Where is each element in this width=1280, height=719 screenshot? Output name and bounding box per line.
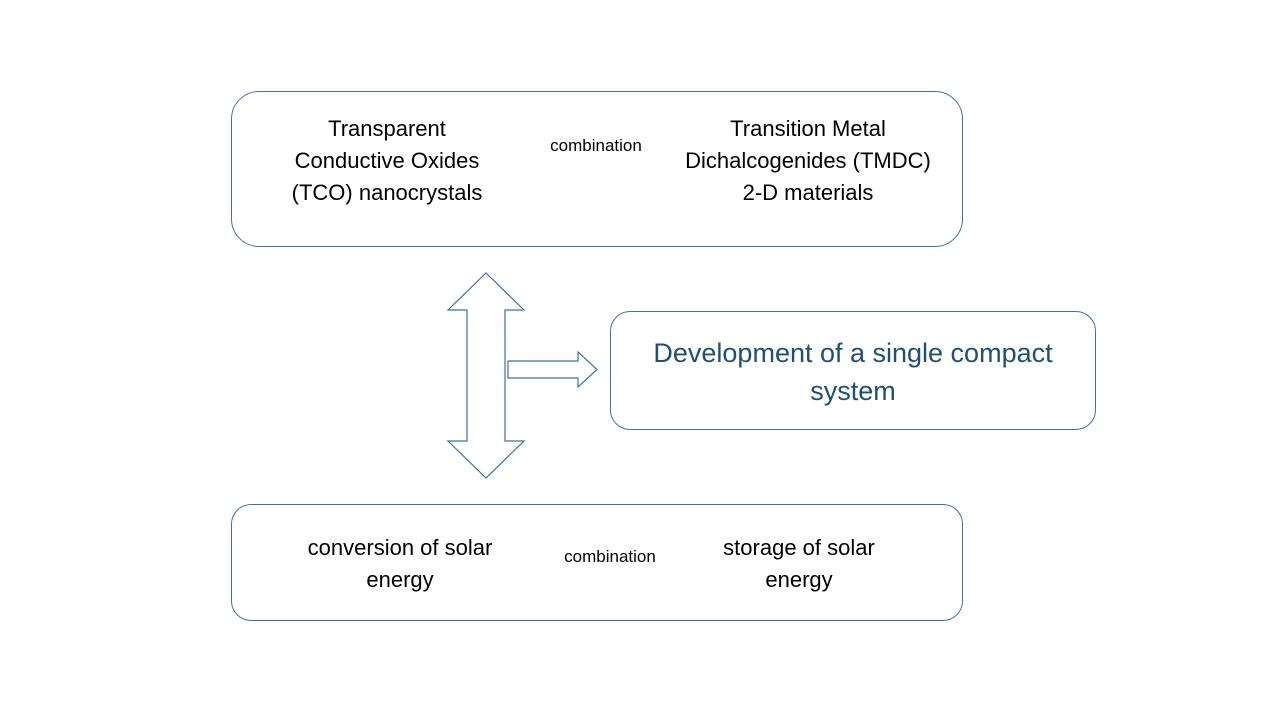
- materials-box: [231, 91, 963, 247]
- tco-nanocrystals-label: Transparent Conductive Oxides (TCO) nano…: [291, 116, 483, 205]
- solar-storage-label: storage of solar energy: [723, 535, 875, 592]
- bottom-combination-label: combination: [564, 547, 656, 566]
- result-label: Development of a single compact system: [653, 338, 1053, 406]
- solar-energy-box: [231, 504, 963, 621]
- tmdc-materials-label: Transition Metal Dichalcogenides (TMDC) …: [685, 116, 931, 205]
- result-box: [610, 311, 1096, 430]
- right-block-arrow: [507, 350, 598, 389]
- vertical-double-arrow: [446, 272, 526, 479]
- solar-conversion-label: conversion of solar energy: [307, 535, 493, 592]
- top-combination-label: combination: [550, 136, 642, 155]
